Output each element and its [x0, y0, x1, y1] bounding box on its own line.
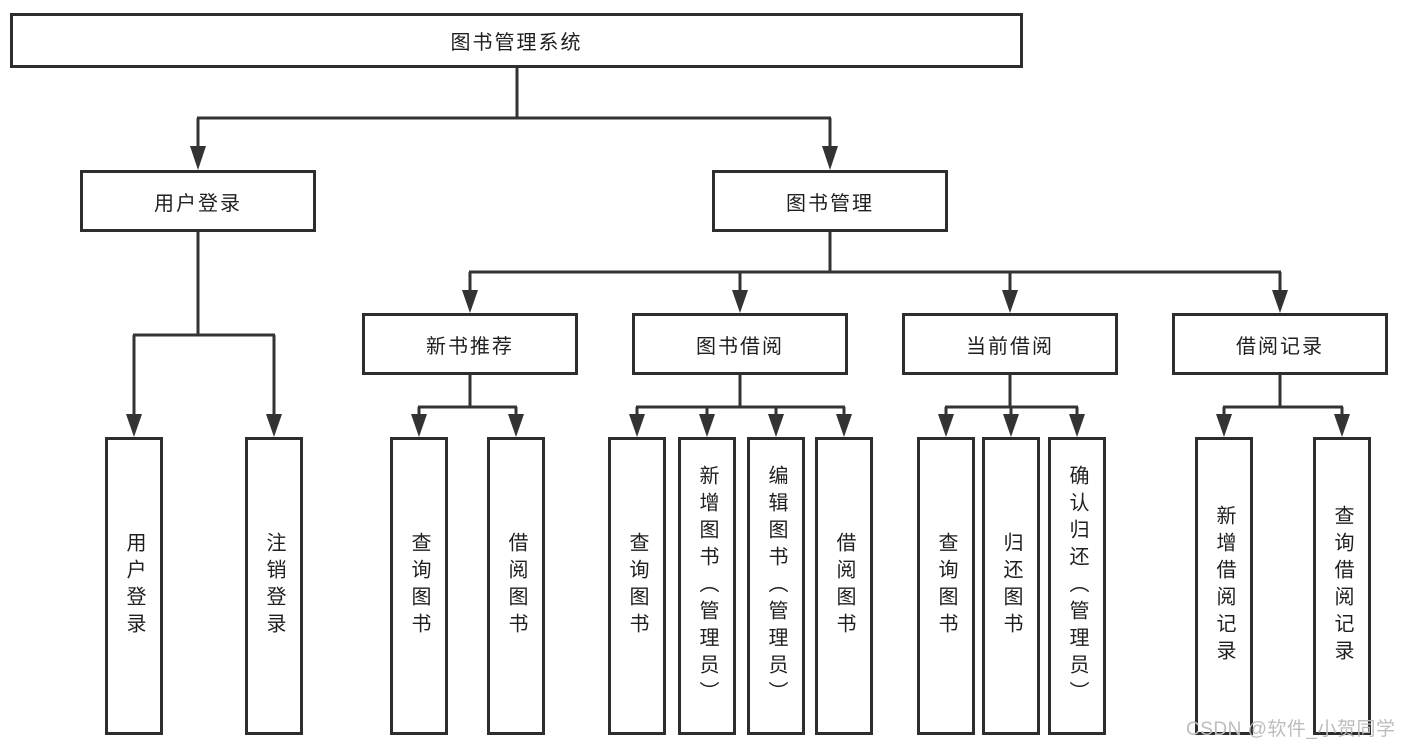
- leaf-newbooks-borrow: 借阅图书: [487, 437, 545, 735]
- csdn-watermark: CSDN @软件_小贺同学: [1186, 719, 1396, 740]
- node-new-book-recommend: 新书推荐: [362, 313, 578, 375]
- node-book-management-branch: 图书管理: [712, 170, 948, 232]
- leaf-newbooks-query: 查询图书: [390, 437, 448, 735]
- node-library-system: 图书管理系统: [10, 13, 1023, 68]
- node-book-borrowing: 图书借阅: [632, 313, 848, 375]
- leaf-current-confirm-return-admin: 确认归还（管理员）: [1048, 437, 1106, 735]
- node-user-login-branch: 用户登录: [80, 170, 316, 232]
- leaf-current-query-books: 查询图书: [917, 437, 975, 735]
- node-borrow-records: 借阅记录: [1172, 313, 1388, 375]
- leaf-user-login: 用户登录: [105, 437, 163, 735]
- leaf-borrow-edit-books-admin: 编辑图书（管理员）: [747, 437, 805, 735]
- leaf-borrow-query-books: 查询图书: [608, 437, 666, 735]
- leaf-logout: 注销登录: [245, 437, 303, 735]
- leaf-current-return-books: 归还图书: [982, 437, 1040, 735]
- node-current-borrowing: 当前借阅: [902, 313, 1118, 375]
- leaf-records-query: 查询借阅记录: [1313, 437, 1371, 735]
- leaf-borrow-add-books-admin: 新增图书（管理员）: [678, 437, 736, 735]
- leaf-borrow-borrow-books: 借阅图书: [815, 437, 873, 735]
- leaf-records-add: 新增借阅记录: [1195, 437, 1253, 735]
